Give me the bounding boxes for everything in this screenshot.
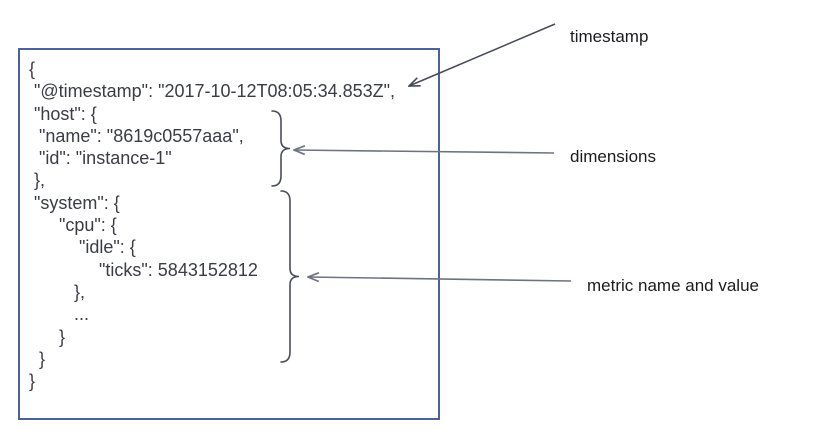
- metric-label: metric name and value: [587, 276, 759, 295]
- json-snippet: { "@timestamp": "2017-10-12T08:05:34.853…: [29, 59, 396, 392]
- timestamp-label: timestamp: [570, 27, 649, 46]
- dimensions-label: dimensions: [570, 147, 656, 166]
- json-document-box: { "@timestamp": "2017-10-12T08:05:34.853…: [18, 48, 440, 420]
